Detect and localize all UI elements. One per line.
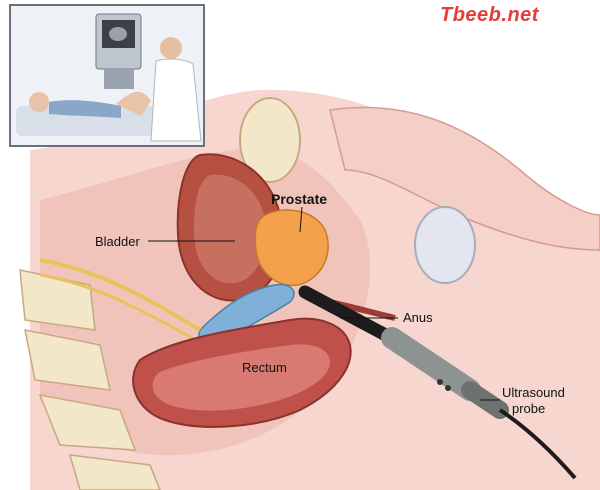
inset-exam-scene: [9, 4, 205, 147]
vas-deferens: [39, 258, 202, 332]
watermark-text: Tbeeb.net: [440, 4, 539, 26]
ultrasound-probe-label-line1: Ultrasound: [502, 385, 565, 400]
patient-head: [29, 92, 49, 112]
patient-body: [49, 100, 121, 118]
bladder-inner: [193, 174, 266, 284]
prostate-shape: [254, 209, 329, 286]
pubic-bone: [239, 97, 301, 183]
bladder-label: Bladder: [95, 234, 140, 249]
anus-label: Anus: [403, 310, 433, 325]
penis-shaft: [329, 106, 600, 251]
doctor-coat: [150, 58, 202, 142]
rectum-label: Rectum: [242, 360, 287, 375]
ultrasound-probe-label-line2: probe: [512, 401, 546, 416]
doctor-head: [160, 37, 182, 59]
testis: [414, 206, 476, 284]
prostate-label: Prostate: [271, 191, 328, 207]
inset-illustration: [11, 6, 203, 145]
prostate-leader: [299, 206, 303, 233]
